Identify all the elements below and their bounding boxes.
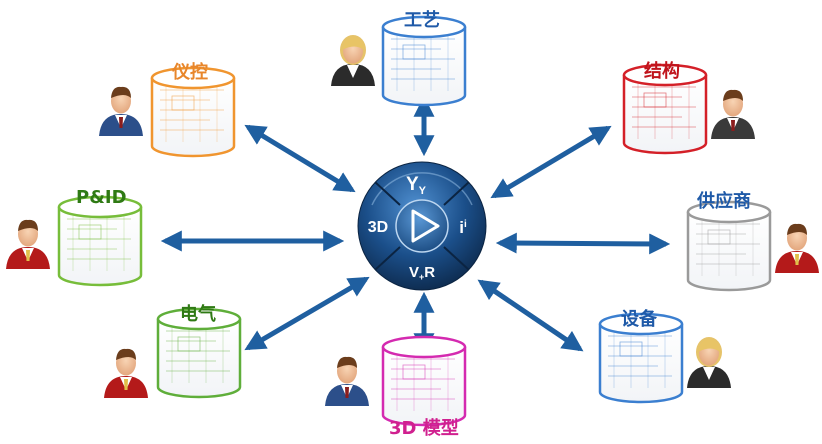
database-cylinder-icon (156, 307, 242, 399)
node-structure (622, 63, 755, 155)
arrow-instrument (244, 124, 356, 193)
person-avatar-icon (775, 223, 819, 273)
platform-hub: YY 3D ii V+R (357, 161, 487, 291)
person-avatar-icon (331, 35, 375, 86)
label-supplier: 供应商 (697, 191, 751, 212)
label-instrument: 仪控 (172, 62, 208, 83)
label-model3d: 3D 模型 (389, 418, 459, 439)
database-cylinder-icon (150, 66, 236, 158)
person-avatar-icon (6, 219, 50, 269)
node-instrument (99, 66, 236, 158)
person-avatar-icon (687, 337, 731, 388)
person-avatar-icon (325, 356, 369, 406)
label-equipment: 设备 (621, 309, 657, 330)
label-pid: P&ID (76, 187, 127, 208)
label-process: 工艺 (404, 10, 440, 31)
hub-top-label: YY (406, 174, 427, 197)
node-equipment (598, 312, 731, 404)
database-cylinder-icon (686, 200, 772, 292)
label-electrical: 电气 (180, 304, 216, 325)
play-icon (411, 209, 440, 243)
arrow-electrical (244, 276, 370, 351)
database-cylinder-icon (598, 312, 684, 404)
person-avatar-icon (99, 86, 143, 136)
person-avatar-icon (711, 89, 755, 139)
arrow-structure (490, 125, 612, 199)
arrow-supplier (495, 232, 671, 255)
arrow-equipment (477, 279, 584, 352)
node-electrical (104, 307, 242, 399)
hub-bottom-label: V+R (409, 264, 435, 282)
connection-arrows (160, 95, 671, 355)
database-cylinder-icon (622, 63, 708, 155)
database-cylinder-icon (57, 195, 143, 287)
database-cylinder-icon (381, 335, 467, 427)
node-supplier (686, 200, 819, 292)
database-cylinder-icon (381, 15, 467, 107)
hub-left-label: 3D (368, 219, 388, 236)
label-structure: 结构 (644, 61, 680, 82)
node-model3d (325, 335, 467, 427)
hub-right-label: ii (459, 218, 467, 237)
node-process (331, 15, 467, 107)
person-avatar-icon (104, 348, 148, 398)
node-pid (6, 195, 143, 287)
